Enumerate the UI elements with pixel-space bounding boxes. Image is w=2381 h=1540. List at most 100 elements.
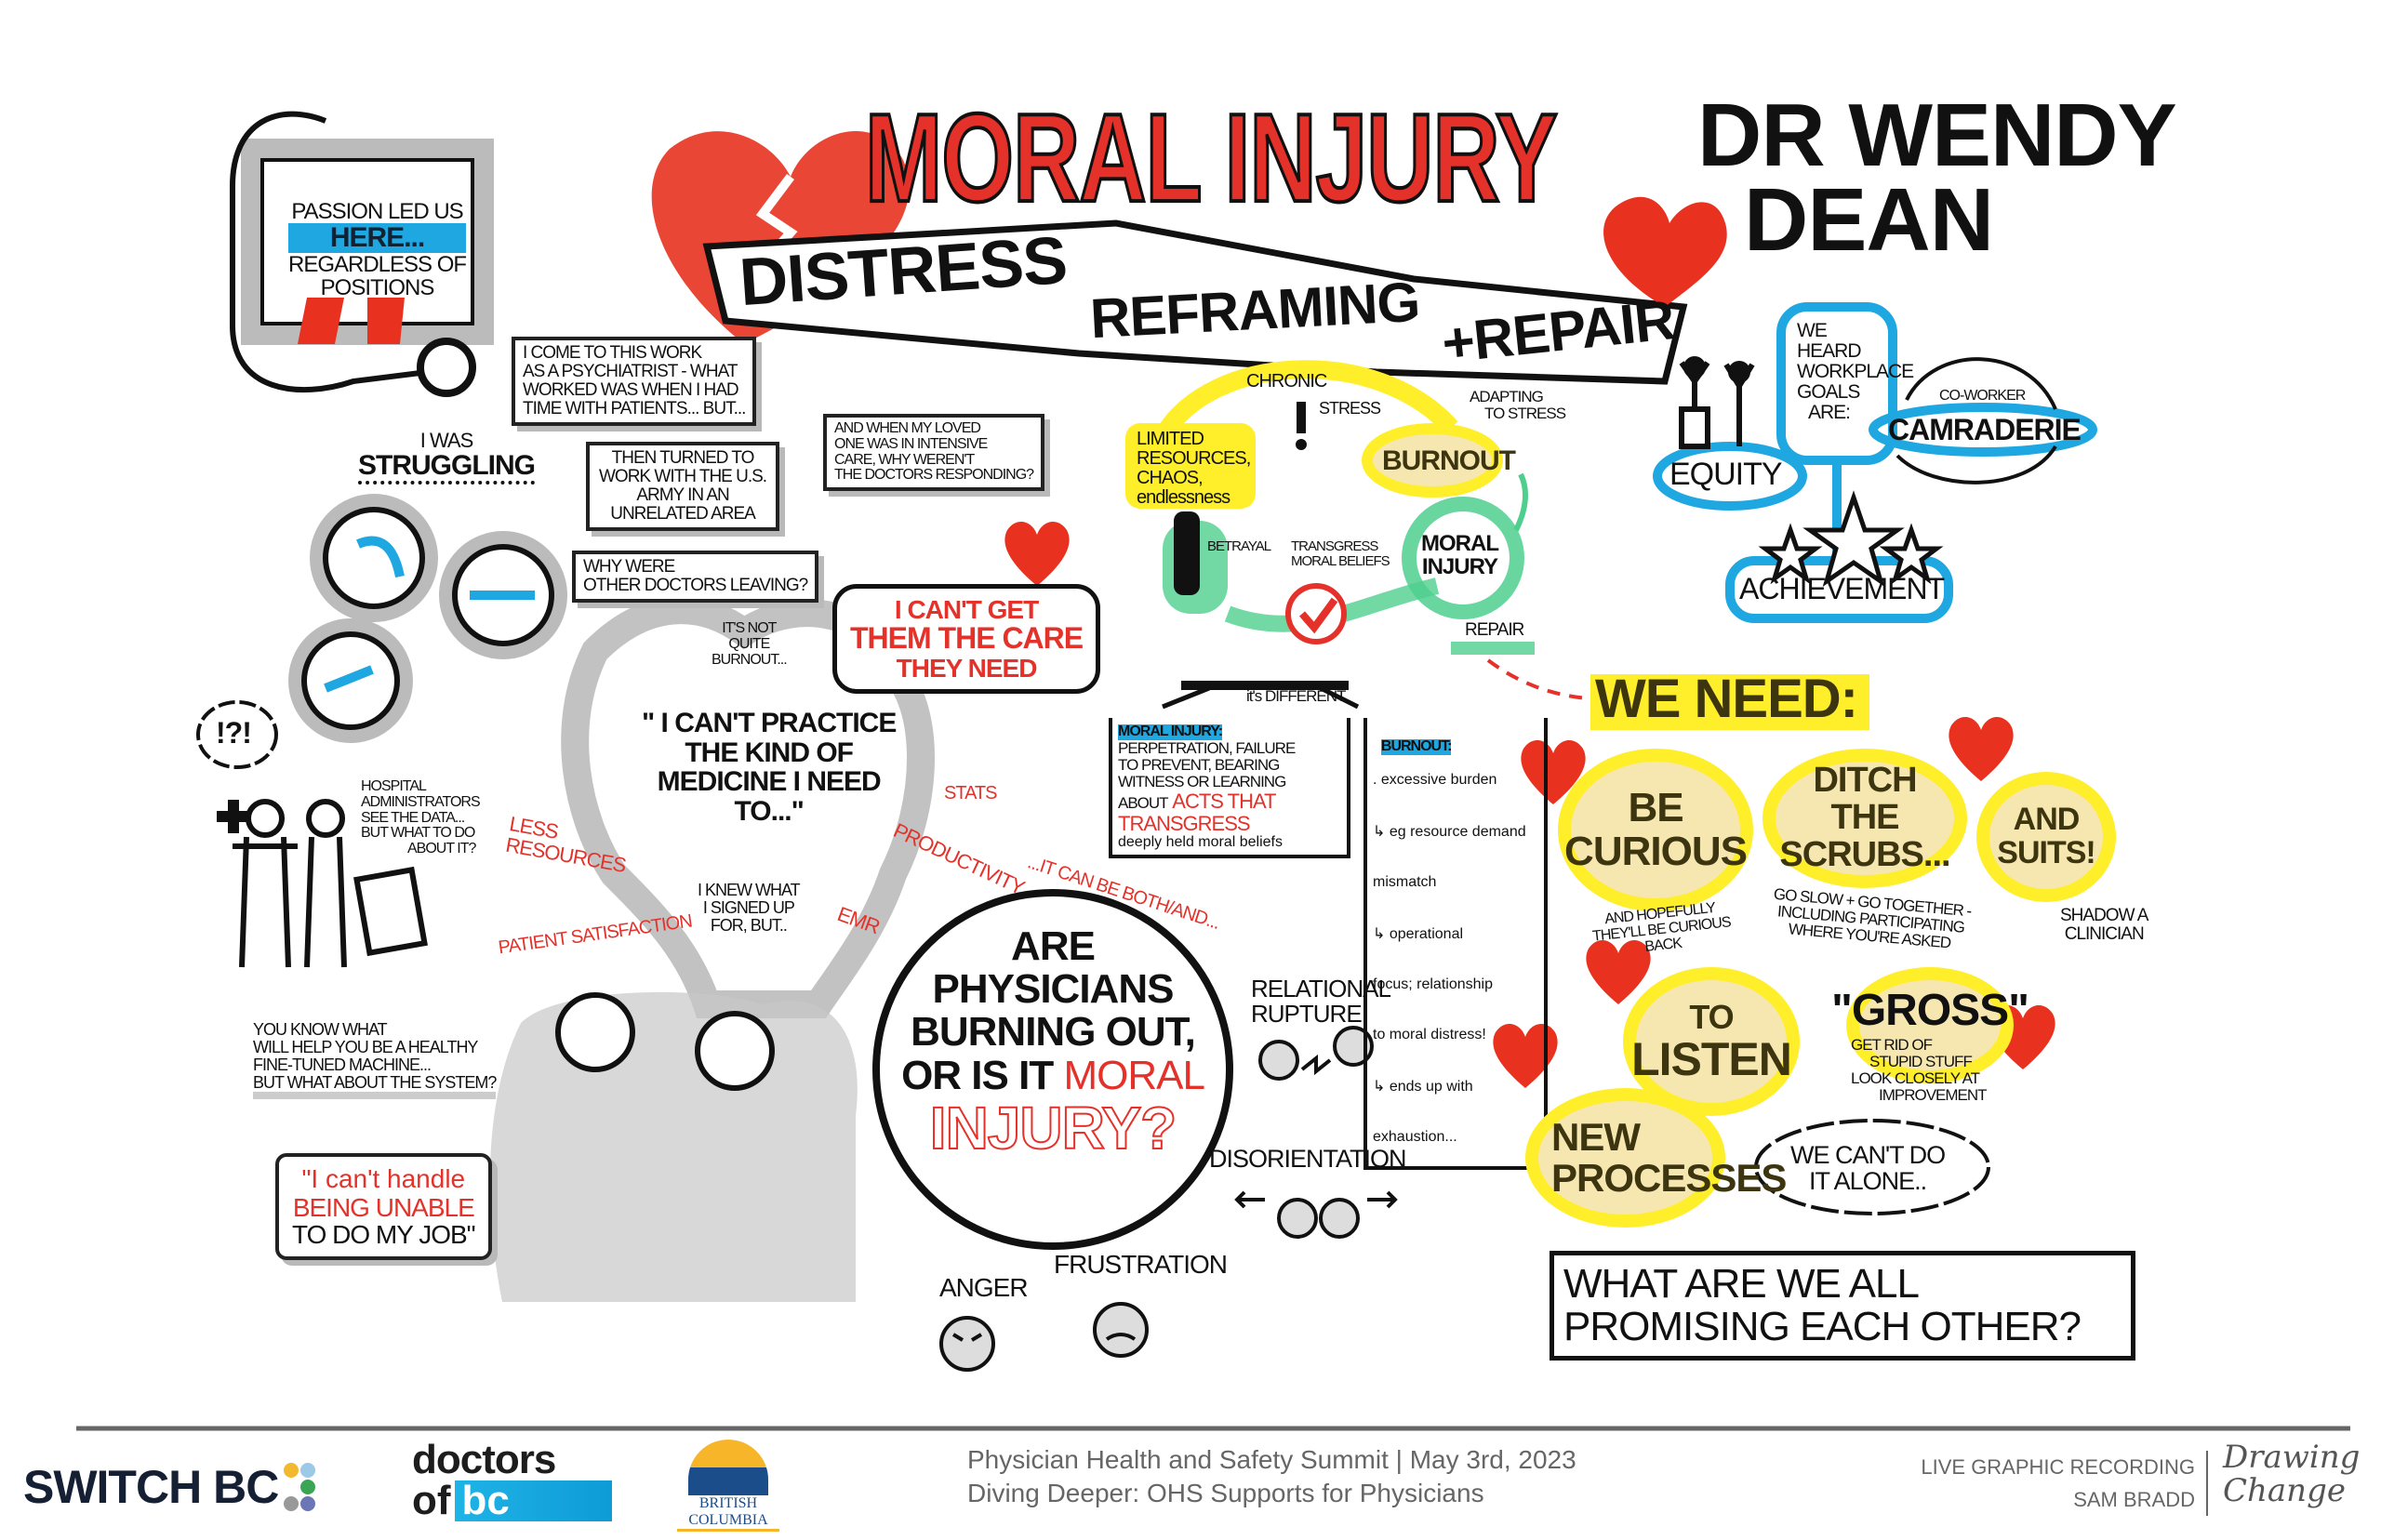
note-line: OTHER DOCTORS LEAVING? — [583, 575, 808, 595]
equity-ellipse — [1653, 442, 1807, 511]
relational-rupture: RELATIONAL RUPTURE — [1251, 976, 1391, 1029]
note-line: UNRELATED AREA — [610, 503, 756, 524]
its-different-label: it's DIFFERENT — [1246, 687, 1346, 705]
definition-red: TRANSGRESS — [1118, 811, 1251, 835]
adapting-label: ADAPTING TO STRESS — [1470, 389, 1566, 422]
limited-resources-label: LIMITED RESOURCES, CHAOS, endlessness — [1137, 429, 1251, 508]
bubble-line: THEY NEED — [896, 653, 1038, 683]
suits-note: SHADOW A CLINICIAN — [2060, 907, 2148, 944]
loved-one-note: AND WHEN MY LOVED ONE WAS IN INTENSIVE C… — [823, 414, 1045, 492]
quote-line: " I CAN'T PRACTICE — [642, 708, 897, 738]
bc-text: bc — [454, 1480, 612, 1521]
drawing-change-logo: Drawing Change — [2223, 1440, 2360, 1507]
note-line: QUITE — [728, 635, 770, 652]
passion-line: POSITIONS — [320, 274, 435, 300]
turned-to-note: THEN TURNED TO WORK WITH THE U.S. ARMY I… — [586, 442, 780, 531]
definition-line: mismatch — [1373, 874, 1437, 890]
label-line: MORAL — [1421, 531, 1499, 556]
switch-bc-text: SWITCH BC — [23, 1461, 279, 1513]
question-red: MORAL — [1063, 1052, 1204, 1098]
achievement-label: ACHIEVEMENT — [1739, 572, 1945, 605]
medical-cross-icon — [217, 800, 250, 833]
heart-check-icon — [1285, 583, 1347, 644]
note-line: AS A PSYCHIATRIST - WHAT — [523, 361, 738, 381]
not-quite-burnout: IT'S NOT QUITE BURNOUT... — [712, 620, 788, 668]
note-line: BURNOUT... — [712, 651, 788, 668]
definition-line: PERPETRATION, FAILURE — [1118, 739, 1296, 757]
title-banner — [702, 219, 1688, 385]
note-line: WILL HELP YOU BE A HEALTHY — [253, 1037, 478, 1056]
quote-line: TO..." — [734, 795, 805, 827]
recording-credit: LIVE GRAPHIC RECORDING SAM BRADD — [1921, 1451, 2195, 1516]
definition-line: ↳ eg resource demand — [1373, 824, 1526, 840]
burnout-definition: BURNOUT: . excessive burden ↳ eg resourc… — [1363, 718, 1548, 1170]
question-circle — [872, 889, 1233, 1250]
star-icons — [1758, 490, 1944, 588]
cant-handle-quote: "I can't handle BEING UNABLE TO DO MY JO… — [275, 1153, 492, 1260]
question-text: OR IS IT — [901, 1052, 1054, 1098]
goals-heading: WE HEARD WORKPLACE GOALS ARE: — [1797, 320, 1914, 424]
of-bc-row: of bc — [412, 1480, 612, 1521]
speaker-last: DEAN — [1744, 170, 1994, 271]
stats-label: STATS — [944, 783, 997, 803]
need-line: SUITS! — [1997, 835, 2095, 870]
frustration-label: FRUSTRATION — [1054, 1250, 1228, 1279]
question-line: PHYSICIANS — [932, 966, 1175, 1013]
note-line: I SIGNED UP — [702, 897, 795, 917]
moral-injury-circle — [1402, 497, 1524, 619]
question-line: OR IS IT MORAL — [867, 1052, 1239, 1098]
healthy-machine-note: YOU KNOW WHAT WILL HELP YOU BE A HEALTHY… — [253, 1020, 497, 1099]
of-text: of — [412, 1478, 451, 1523]
definition-label: BURNOUT: — [1380, 738, 1452, 755]
label-line: RUPTURE — [1251, 1000, 1363, 1029]
burnout-label: BURNOUT — [1382, 445, 1516, 476]
admins-note: HOSPITAL ADMINISTRATORS SEE THE DATA... … — [361, 778, 481, 857]
event-info: Physician Health and Safety Summit | May… — [967, 1443, 1576, 1511]
note-struggling: STRUGGLING — [358, 451, 536, 485]
question-injury: INJURY? — [929, 1094, 1177, 1162]
artist-name: SAM BRADD — [2073, 1488, 2195, 1512]
label-line: TRANSGRESS — [1291, 538, 1378, 554]
need-line: SCRUBS... — [1779, 834, 1950, 874]
definition-label: MORAL INJURY: — [1118, 724, 1223, 740]
anger-label: ANGER — [939, 1273, 1029, 1302]
definition-line: to moral distress! — [1373, 1027, 1486, 1042]
frustrated-face-icon — [1093, 1302, 1149, 1358]
note-line: HOSPITAL — [361, 778, 427, 794]
note-line: ABOUT IT? — [407, 841, 476, 857]
note-line: YOU KNOW WHAT — [253, 1020, 388, 1039]
passion-line: REGARDLESS OF — [288, 251, 467, 277]
thought-cloud — [1754, 1119, 1990, 1215]
cant-get-care-bubble: I CAN'T GET THEM THE CARE THEY NEED — [832, 584, 1101, 695]
need-line: NEW — [1551, 1114, 1641, 1159]
bubble-line: THEM THE CARE — [850, 621, 1084, 656]
question-line: BURNING OUT, — [911, 1009, 1196, 1055]
definition-line: exhaustion... — [1373, 1129, 1457, 1145]
burnout-ellipse — [1362, 423, 1503, 498]
label-line: INJURY — [1421, 554, 1498, 580]
label-line: HEARD — [1797, 340, 1862, 363]
quote-line: "I can't handle — [301, 1164, 466, 1193]
note-line: SEE THE DATA... — [361, 809, 465, 826]
event-title: Physician Health and Safety Summit | May… — [967, 1445, 1576, 1474]
note-line: I COME TO THIS WORK — [523, 343, 702, 363]
note-line: AND WHEN MY LOVED — [834, 420, 981, 436]
note-line: WORKED WAS WHEN I HAD — [523, 379, 739, 400]
passion-note: PASSION LED US HERE... REGARDLESS OF POS… — [288, 199, 467, 300]
struggling-note: I WAS STRUGGLING — [358, 430, 536, 485]
note-line: CARE, WHY WEREN'T — [834, 451, 975, 468]
angry-face-icon — [939, 1316, 995, 1372]
label-line: WORKPLACE — [1797, 361, 1914, 383]
heart-icon — [1603, 196, 1727, 307]
session-title: Diving Deeper: OHS Supports for Physicia… — [967, 1479, 1484, 1508]
definition-text: ABOUT — [1118, 793, 1169, 812]
person-figure — [1174, 511, 1200, 595]
promise-line: PROMISING EACH OTHER? — [1563, 1304, 2082, 1350]
note-line: FINE-TUNED MACHINE... — [253, 1055, 432, 1074]
need-line: DITCH THE — [1813, 761, 1917, 838]
gross-note: GET RID OF STUPID STUFF LOOK CLOSELY AT … — [1851, 1037, 1988, 1103]
small-broken-heart-icon — [1004, 521, 1070, 586]
label-line: LIMITED — [1137, 429, 1204, 449]
passion-line: PASSION LED US — [291, 199, 463, 224]
label-line: ARE: — [1808, 402, 1851, 424]
